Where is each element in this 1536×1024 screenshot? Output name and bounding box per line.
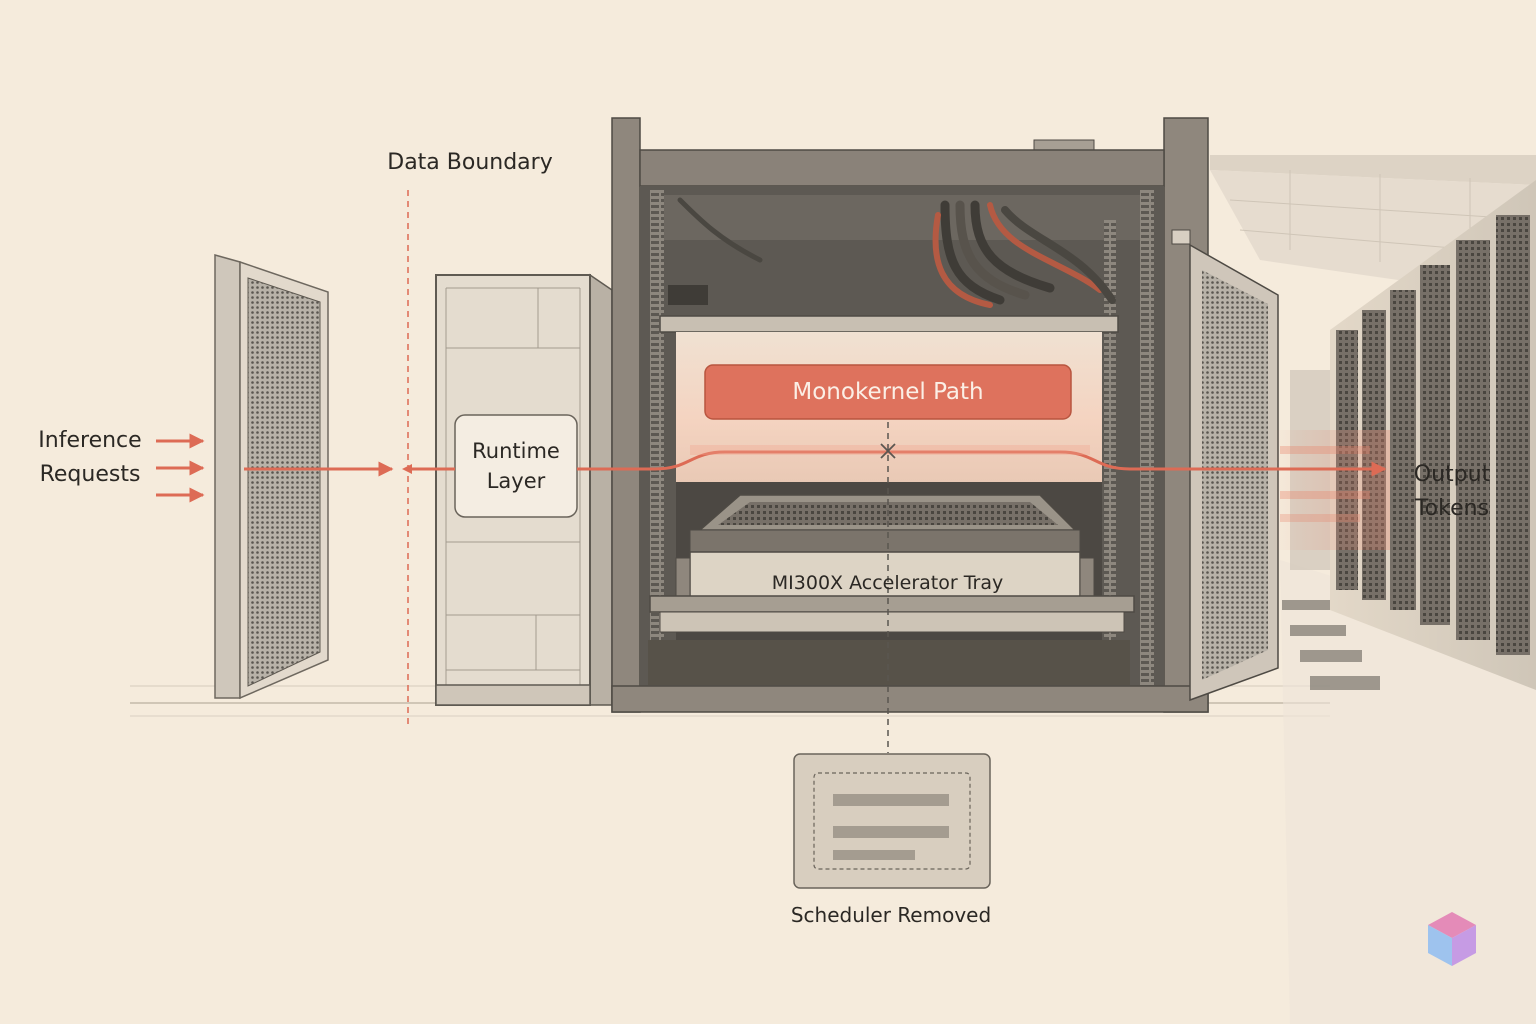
scheduler-removed-label: Scheduler Removed bbox=[790, 903, 992, 927]
output-tokens-line-2: Tokens bbox=[1414, 496, 1490, 521]
rack-posts bbox=[650, 190, 1154, 685]
monokernel-path-box bbox=[704, 364, 1072, 420]
main-rack bbox=[611, 117, 1209, 713]
inference-requests-line-2: Requests bbox=[39, 462, 141, 487]
x-mark-icon bbox=[880, 443, 896, 459]
output-glow bbox=[1270, 430, 1390, 550]
accelerator-tray-label: MI300X Accelerator Tray bbox=[771, 572, 1004, 594]
cube-logo-icon bbox=[1428, 912, 1476, 966]
output-tokens-line-1: Output bbox=[1413, 462, 1491, 487]
left-door-panel bbox=[214, 254, 329, 700]
accelerator-tray bbox=[648, 482, 1135, 685]
output-tokens-label: Output Tokens bbox=[1396, 458, 1508, 526]
monokernel-path-label: Monokernel Path bbox=[792, 379, 984, 405]
scheduler-removed-box bbox=[793, 753, 991, 889]
runtime-cabinet bbox=[435, 273, 613, 706]
runtime-layer-line-2: Layer bbox=[486, 469, 546, 493]
data-boundary-label: Data Boundary bbox=[387, 150, 553, 175]
runtime-layer-line-1: Runtime bbox=[472, 439, 560, 463]
background-datacenter bbox=[1210, 155, 1536, 1024]
input-arrows bbox=[156, 433, 205, 503]
right-door-panel bbox=[1171, 229, 1279, 702]
inference-requests-label: Inference Requests bbox=[30, 424, 150, 492]
cable-bundle bbox=[677, 197, 1116, 308]
runtime-layer-label: Runtime Layer bbox=[455, 436, 577, 496]
inference-requests-line-1: Inference bbox=[38, 428, 142, 453]
